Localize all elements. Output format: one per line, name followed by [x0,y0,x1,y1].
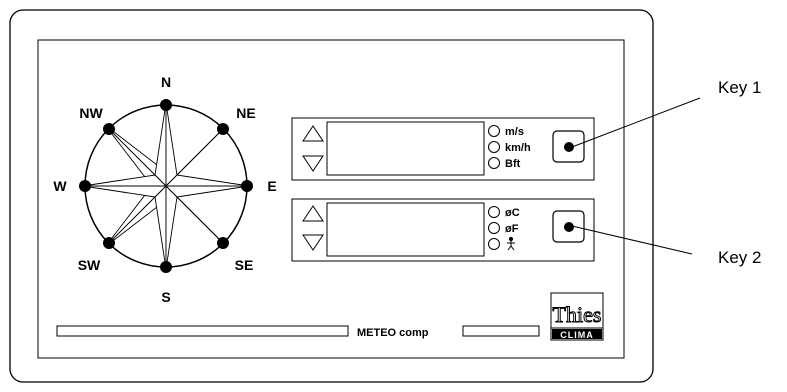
unit-led-ms [488,125,500,137]
display-wind-speed: m/s km/h Bft [291,117,595,181]
label-s: S [161,289,170,305]
arrow-up-icon [302,205,324,222]
model-label: METEO comp [357,327,429,339]
unit-led-f [488,222,500,234]
strip-left [56,325,349,337]
display-temperature: øC øF [291,198,595,262]
strip-right [462,325,540,337]
led-se [217,237,229,249]
leader-key-2 [571,225,693,255]
label-n: N [161,74,171,90]
person-icon [507,236,515,251]
model-strip: METEO comp [56,325,540,339]
label-ne: NE [236,105,255,121]
label-sw: SW [78,257,101,273]
unit-bft: Bft [505,158,521,170]
arrow-up-icon [302,125,324,142]
compass-rose-icon [82,102,250,270]
label-w: W [53,178,67,194]
unit-led-kmh [488,141,500,153]
unit-ms: m/s [505,126,524,138]
led-w [79,180,91,192]
unit-led-bft [488,157,500,169]
display-2-frame [291,198,595,262]
unit-kmh: km/h [505,142,531,154]
display-2-screen [326,202,485,257]
arrow-down-icon [302,234,324,251]
logo-frame [550,292,604,341]
unit-led-c [488,206,500,218]
unit-led-chill [488,238,500,250]
display-1-screen [326,121,485,176]
unit-c: øC [505,207,520,219]
key-2-label: Key 2 [718,248,761,267]
thies-clima-logo: Thies CLIMA [550,292,604,341]
led-n [160,99,172,111]
key-1-label: Key 1 [718,78,761,97]
key-1-dot [564,142,574,152]
leader-key-1 [571,97,701,148]
led-ne [217,123,229,135]
logo-bottom-text: CLIMA [560,330,594,340]
wind-compass: N NE E SE S SW W NW [53,74,276,305]
housing-outline [9,9,654,383]
label-e: E [267,178,276,194]
arrow-down-icon [302,155,324,172]
display-1-frame [291,117,595,181]
led-nw [103,123,115,135]
key-2-dot [564,222,574,232]
led-e [241,180,253,192]
led-sw [103,237,115,249]
label-nw: NW [79,105,103,121]
unit-f: øF [505,223,519,235]
led-s [160,261,172,273]
logo-top-text: Thies [553,302,602,327]
front-panel [37,39,625,359]
label-se: SE [235,257,254,273]
